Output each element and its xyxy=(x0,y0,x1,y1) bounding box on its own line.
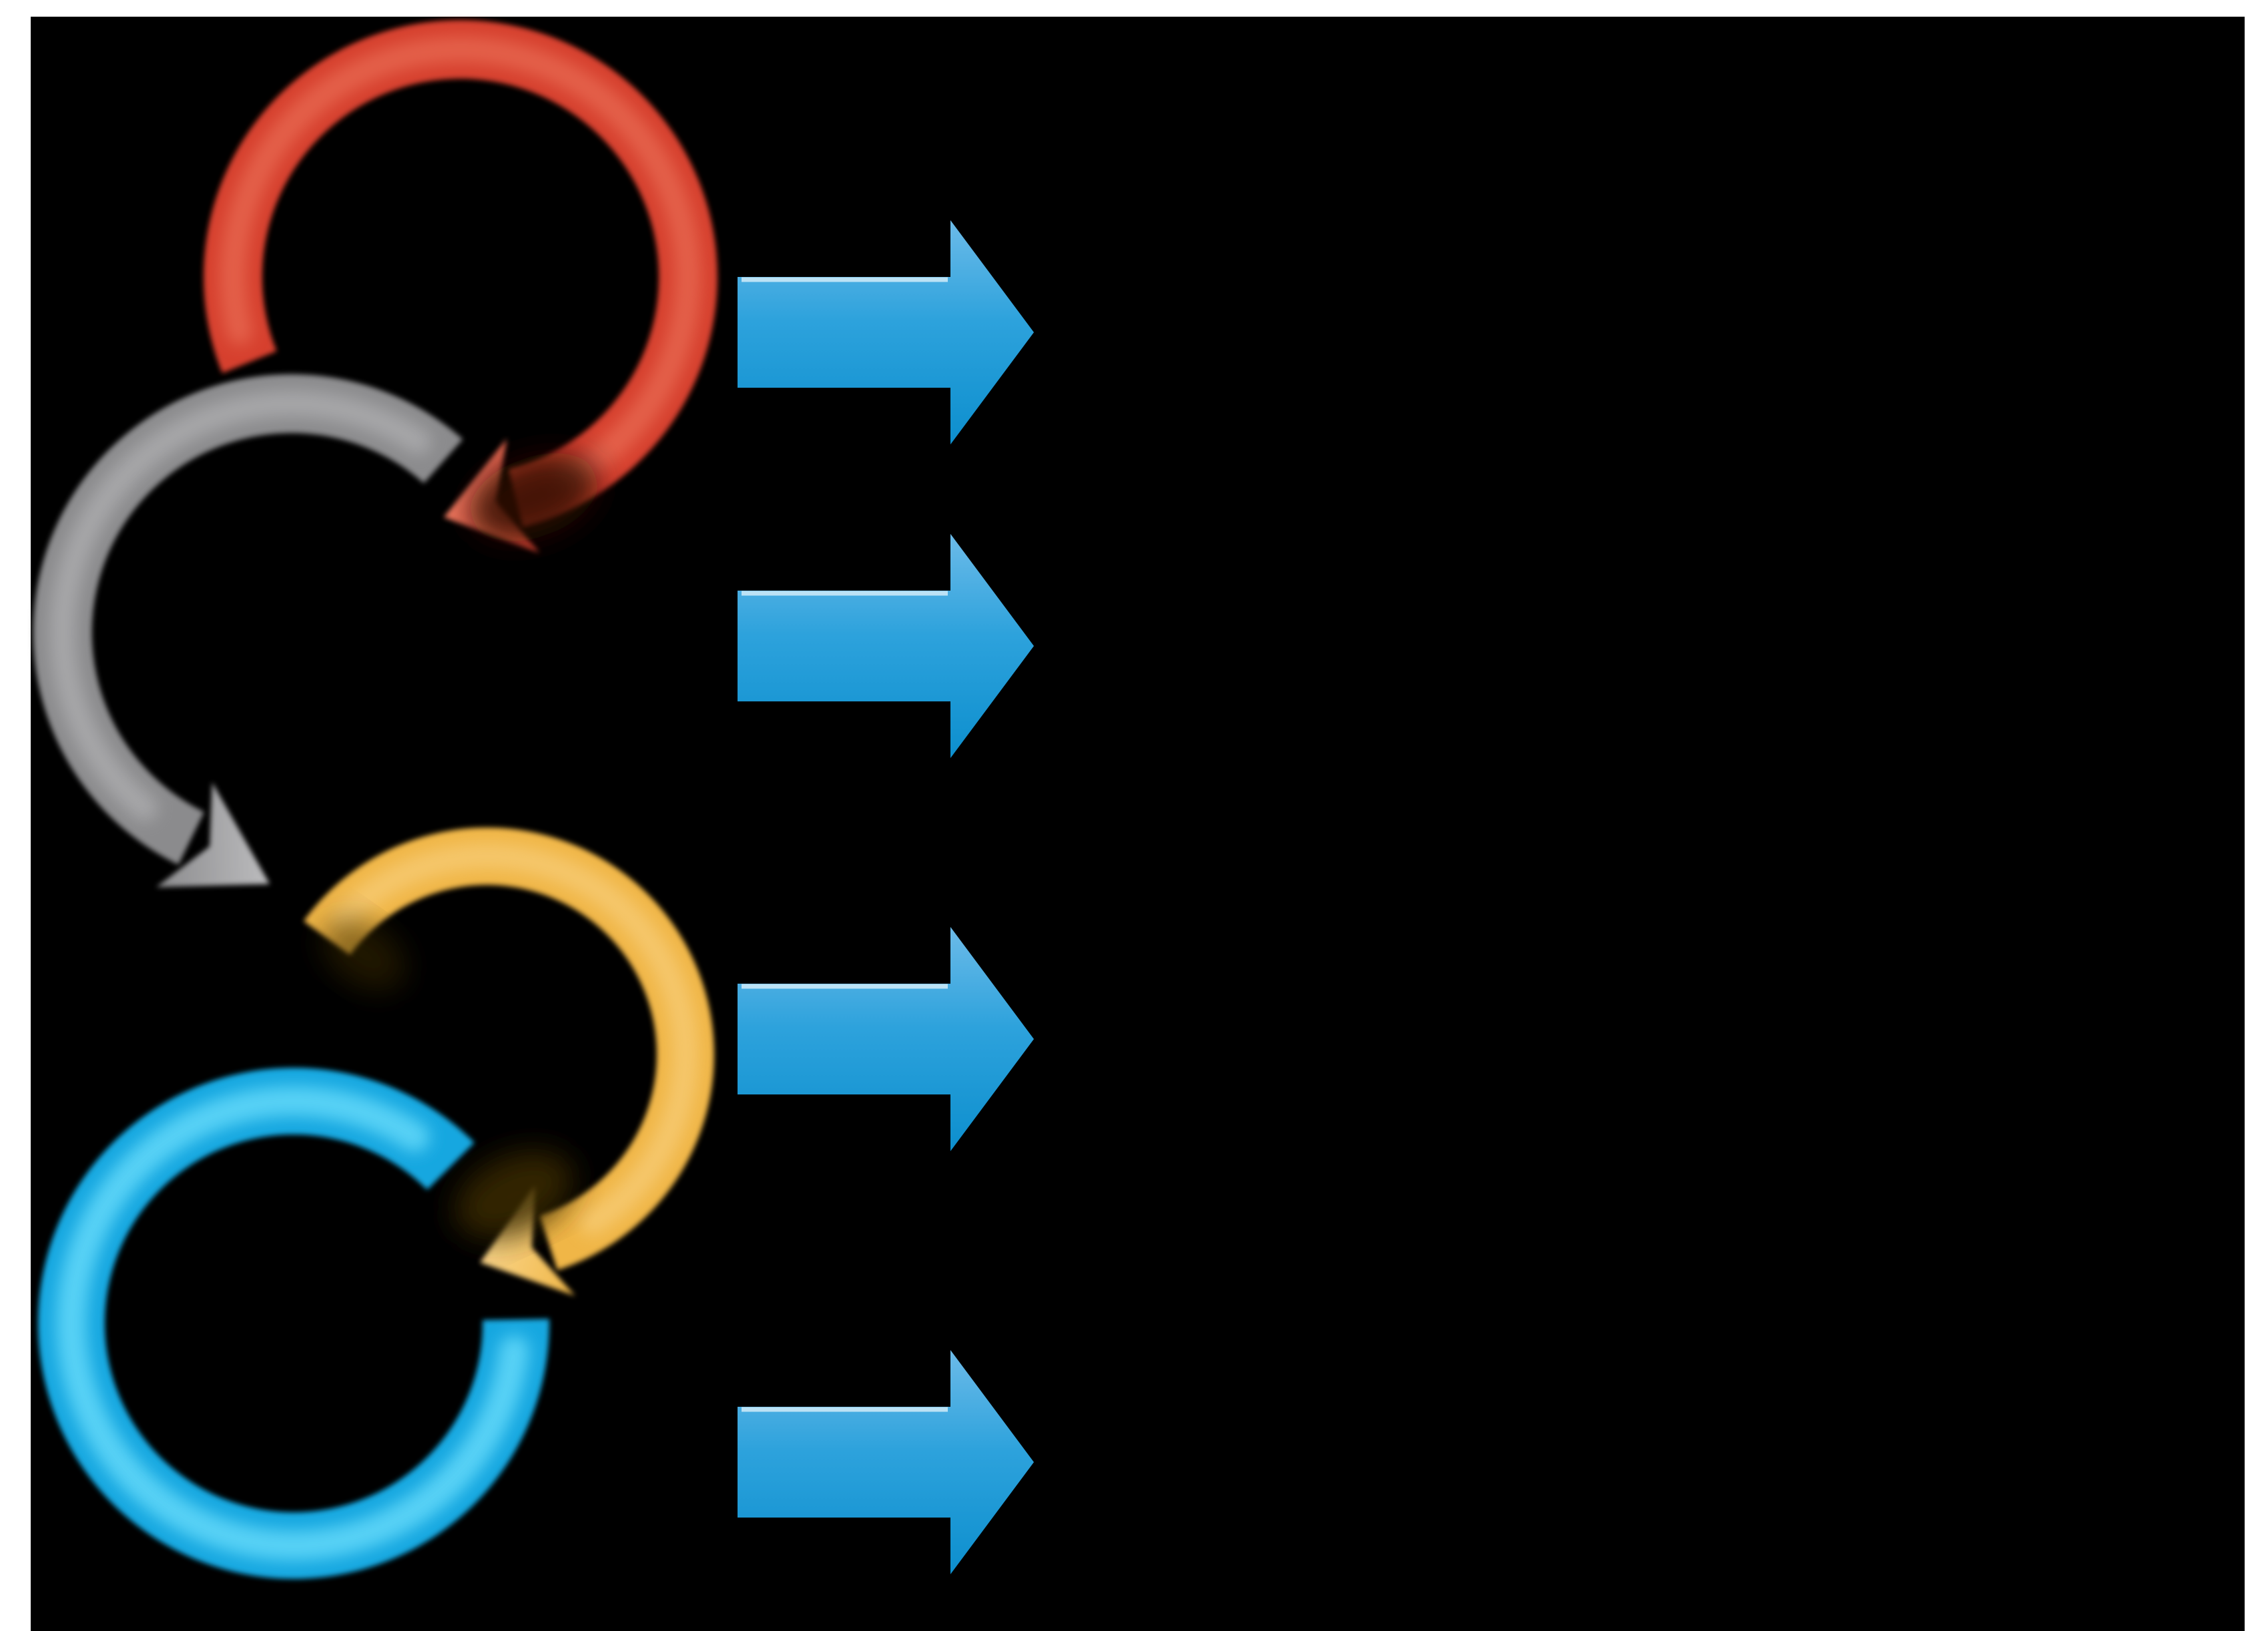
ring-red xyxy=(203,20,718,553)
flow-arrow-2-icon xyxy=(738,534,1034,758)
ring-blue-highlight xyxy=(56,1086,529,1561)
flow-arrow-4-icon xyxy=(738,1350,1034,1574)
black-background-panel xyxy=(31,17,2245,1631)
flow-arrow-4 xyxy=(738,1350,1034,1574)
ring-red-band xyxy=(203,20,718,527)
flow-arrow-1-icon xyxy=(738,220,1034,444)
ring-gray xyxy=(33,374,463,888)
ring-gray-band xyxy=(33,374,463,865)
ring-yellow-shadow-2 xyxy=(322,918,406,991)
ring-yellow-head-icon xyxy=(480,1185,575,1296)
ring-yellow-highlight xyxy=(332,843,699,1236)
ring-yellow xyxy=(303,828,714,1296)
ring-gray-highlight xyxy=(49,390,432,822)
ring-blue xyxy=(37,1068,549,1580)
ring-red-shadow-1 xyxy=(469,453,599,541)
ring-yellow-shadow-1 xyxy=(454,1150,574,1239)
flow-arrow-3 xyxy=(738,927,1034,1151)
ring-gray-head-icon xyxy=(156,782,270,888)
flow-arrow-1 xyxy=(738,220,1034,444)
ring-blue-band xyxy=(37,1068,549,1580)
flow-arrow-2 xyxy=(738,534,1034,758)
flow-arrow-3-icon xyxy=(738,927,1034,1151)
ring-red-highlight xyxy=(220,36,701,491)
ring-yellow-band xyxy=(303,828,714,1271)
